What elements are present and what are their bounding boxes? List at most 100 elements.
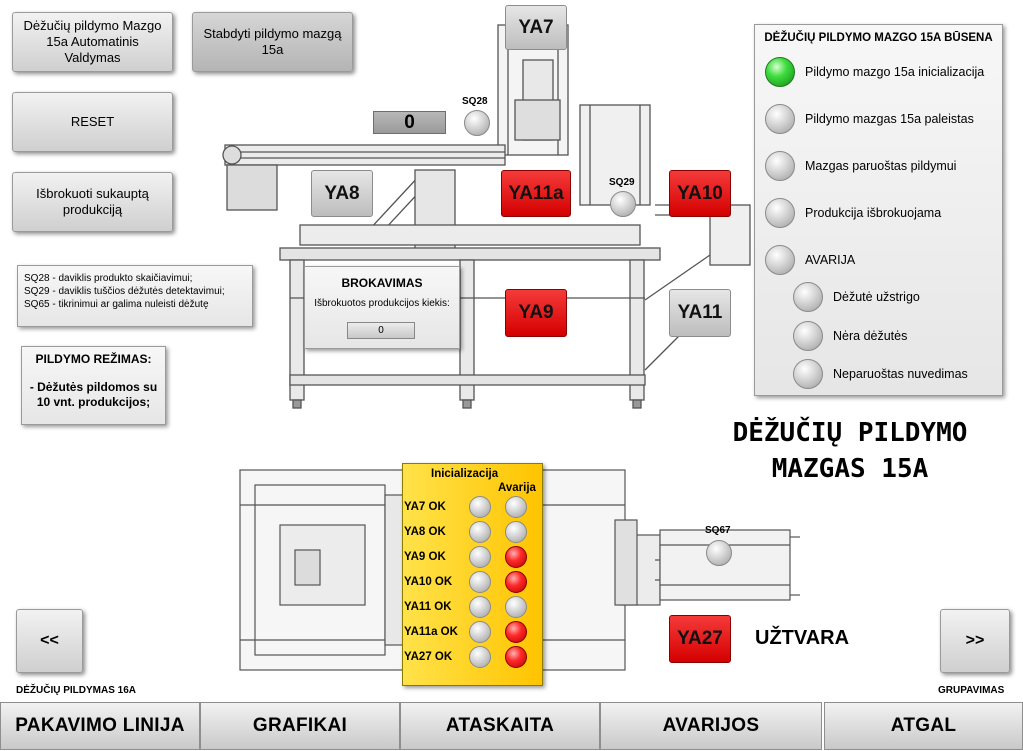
ready-indicator (765, 151, 795, 181)
rejecting-indicator (765, 198, 795, 228)
init-row-ya9: YA9 OK (403, 546, 543, 571)
status-started: Pildymo mazgas 15a paleistas (765, 104, 974, 134)
status-box-jammed: Dėžutė užstrigo (793, 282, 920, 312)
sq28-label: SQ28 (462, 96, 488, 107)
ya27-tag[interactable]: YA27 (669, 615, 731, 663)
init-lamp (469, 521, 491, 543)
init-row-label: YA8 OK (404, 526, 446, 538)
sq28-indicator (464, 110, 490, 136)
sq29-label: SQ29 (609, 177, 635, 188)
alarm-lamp (505, 496, 527, 518)
status-panel: DĖŽUČIŲ PILDYMO MAZGO 15A BŪSENA Pildymo… (754, 24, 1003, 396)
alarm-lamp (505, 546, 527, 568)
init-indicator (765, 57, 795, 87)
init-lamp (469, 546, 491, 568)
status-init-label: Pildymo mazgo 15a inicializacija (805, 65, 985, 79)
alarm-lamp (505, 521, 527, 543)
alarm-lamp (505, 596, 527, 618)
next-page-button[interactable]: >> (940, 609, 1010, 673)
sq67-label: SQ67 (705, 525, 731, 536)
reject-panel-title: BROKAVIMAS (341, 276, 423, 290)
init-row-ya7: YA7 OK (403, 496, 543, 521)
init-column-header: Inicializacija (431, 468, 499, 480)
gate-label: UŽTVARA (755, 627, 850, 649)
nav-packing-line[interactable]: PAKAVIMO LINIJA (0, 702, 200, 750)
ya11-tag[interactable]: YA11 (669, 289, 731, 337)
status-ready-label: Mazgas paruoštas pildymui (805, 159, 957, 173)
alarm-lamp (505, 571, 527, 593)
init-alarm-panel: Inicializacija Avarija YA7 OK YA8 OK YA9… (402, 463, 543, 686)
init-row-label: YA10 OK (404, 576, 453, 588)
status-rejecting: Produkcija išbrokuojama (765, 198, 941, 228)
filling-mode-box: PILDYMO REŽIMAS: - Dėžutės pildomos su 1… (21, 346, 166, 425)
init-row-ya11: YA11 OK (403, 596, 543, 621)
sq67-indicator (706, 540, 732, 566)
reject-production-button[interactable]: Išbrokuoti sukauptą produkciją (12, 172, 173, 232)
started-indicator (765, 104, 795, 134)
sq29-indicator (610, 191, 636, 217)
alarm-column-header: Avarija (498, 482, 536, 494)
init-lamp (469, 646, 491, 668)
product-counter: 0 (373, 111, 446, 134)
status-rejecting-label: Produkcija išbrokuojama (805, 206, 942, 220)
status-panel-title: DĖŽUČIŲ PILDYMO MAZGO 15A BŪSENA (764, 32, 993, 44)
status-no-box-label: Nėra dėžutės (833, 329, 908, 343)
status-discharge-not-ready-label: Neparuoštas nuvedimas (833, 367, 968, 381)
init-row-ya27: YA27 OK (403, 646, 543, 671)
ya10-tag[interactable]: YA10 (669, 170, 731, 217)
ya9-tag[interactable]: YA9 (505, 289, 567, 337)
init-lamp (469, 571, 491, 593)
next-page-caption: GRUPAVIMAS (938, 685, 1005, 696)
filling-mode-text: - Dėžutės pildomos su 10 vnt. produkcijo… (29, 380, 158, 409)
nav-charts[interactable]: GRAFIKAI (200, 702, 400, 750)
ya7-tag[interactable]: YA7 (505, 5, 567, 50)
no-box-indicator (793, 321, 823, 351)
filling-machine-drawing (222, 24, 751, 409)
alarm-indicator (765, 245, 795, 275)
box-jammed-indicator (793, 282, 823, 312)
status-discharge-not-ready: Neparuoštas nuvedimas (793, 359, 968, 389)
page-title-line1: DĖŽUČIŲ PILDYMO (732, 418, 968, 448)
init-lamp (469, 496, 491, 518)
alarm-lamp (505, 621, 527, 643)
filling-mode-title: PILDYMO REŽIMAS: (35, 352, 152, 366)
ya11a-tag[interactable]: YA11a (501, 170, 571, 217)
init-row-ya8: YA8 OK (403, 521, 543, 546)
init-row-label: YA11 OK (404, 601, 452, 613)
stop-button[interactable]: Stabdyti pildymo mazgą 15a (192, 12, 353, 72)
status-ready: Mazgas paruoštas pildymui (765, 151, 956, 181)
prev-page-caption: DĖŽUČIŲ PILDYMAS 16A (16, 685, 137, 696)
status-alarm-label: AVARIJA (805, 253, 856, 267)
page-title: DĖŽUČIŲ PILDYMO MAZGAS 15A (700, 415, 1000, 487)
nav-back[interactable]: ATGAL (824, 702, 1023, 750)
init-lamp (469, 621, 491, 643)
reject-panel: BROKAVIMAS Išbrokuotos produkcijos kieki… (304, 266, 460, 349)
status-started-label: Pildymo mazgas 15a paleistas (805, 112, 974, 126)
legend-line-sq28: SQ28 - daviklis produkto skaičiavimui; (24, 273, 193, 284)
reset-button[interactable]: RESET (12, 92, 173, 152)
prev-page-button[interactable]: << (16, 609, 83, 673)
reject-count-value: 0 (347, 322, 415, 339)
init-row-label: YA11a OK (404, 626, 458, 638)
status-init: Pildymo mazgo 15a inicializacija (765, 57, 984, 87)
status-box-jammed-label: Dėžutė užstrigo (833, 290, 920, 304)
nav-report[interactable]: ATASKAITA (400, 702, 600, 750)
alarm-lamp (505, 646, 527, 668)
legend-line-sq65: SQ65 - tikrinimui ar galima nuleisti dėž… (24, 299, 209, 310)
init-row-ya11a: YA11a OK (403, 621, 543, 646)
ya8-tag[interactable]: YA8 (311, 170, 373, 217)
status-alarm: AVARIJA (765, 245, 855, 275)
legend-line-sq29: SQ29 - daviklis tuščios dėžutės detektav… (24, 286, 225, 297)
page-title-line2: MAZGAS 15A (771, 454, 929, 484)
discharge-not-ready-indicator (793, 359, 823, 389)
init-row-label: YA9 OK (404, 551, 446, 563)
sensor-legend: SQ28 - daviklis produkto skaičiavimui; S… (17, 265, 253, 327)
init-row-label: YA27 OK (404, 651, 453, 663)
auto-control-button[interactable]: Dėžučių pildymo Mazgo 15a Automatinis Va… (12, 12, 173, 72)
reject-count-label: Išbrokuotos produkcijos kiekis: (314, 298, 450, 309)
status-no-box: Nėra dėžutės (793, 321, 907, 351)
nav-alarms[interactable]: AVARIJOS (600, 702, 822, 750)
init-row-label: YA7 OK (404, 501, 446, 513)
init-lamp (469, 596, 491, 618)
init-row-ya10: YA10 OK (403, 571, 543, 596)
